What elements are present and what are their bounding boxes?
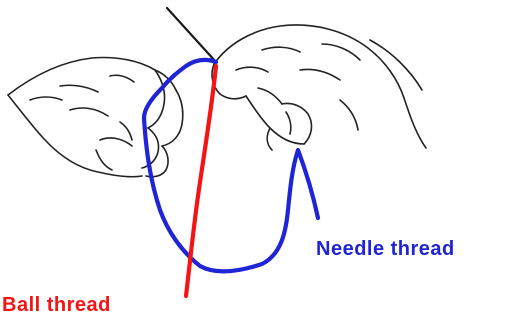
needle-thread-label: Needle thread bbox=[316, 238, 455, 261]
ball-thread-label: Ball thread bbox=[2, 294, 111, 317]
needle-thread bbox=[144, 60, 318, 271]
left-hand bbox=[8, 58, 183, 177]
right-hand bbox=[212, 25, 426, 150]
ball-thread bbox=[186, 66, 216, 296]
needle bbox=[167, 8, 216, 62]
